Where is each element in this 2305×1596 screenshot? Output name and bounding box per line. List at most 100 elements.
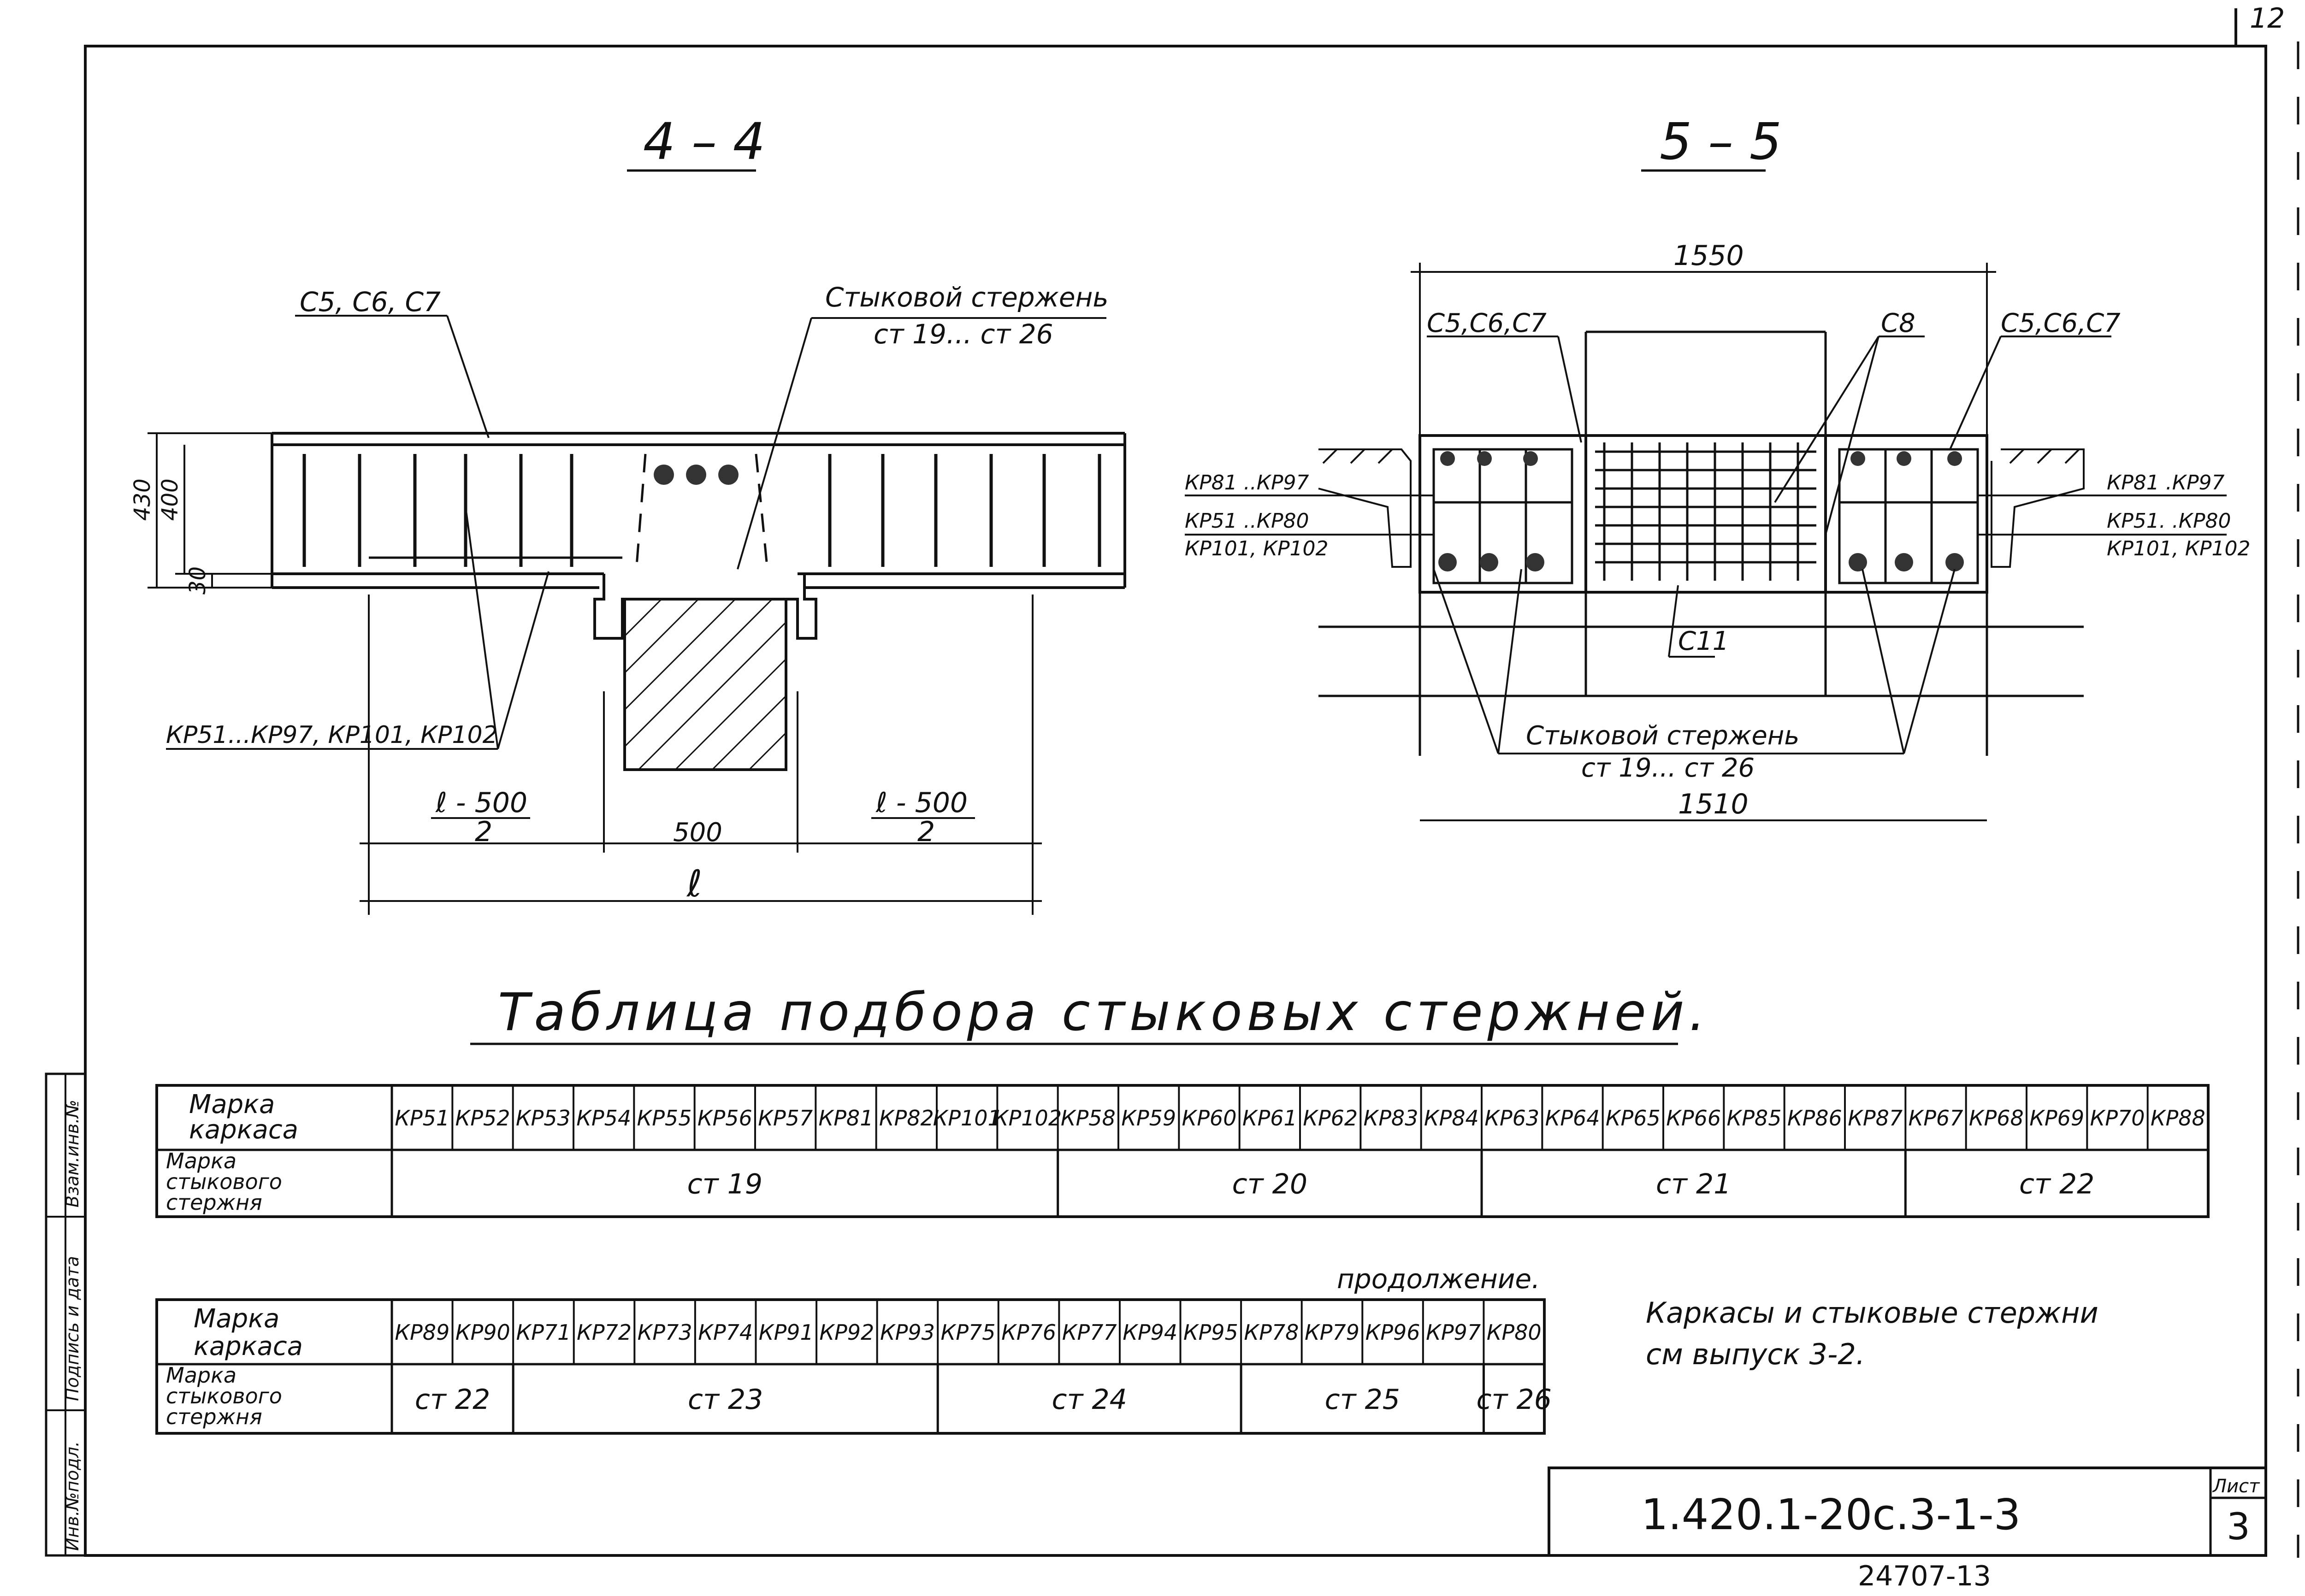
joint-bar-mark-cell: ст 20 [1232, 1168, 1307, 1201]
t1-header-bar-2: стыкового [166, 1169, 282, 1194]
t1-header-bar-3: стержня [166, 1190, 262, 1215]
dim-l: ℓ [686, 862, 702, 905]
frame-mark-cell: КР96 [1365, 1320, 1420, 1345]
dim-l500-right-bot: 2 [917, 816, 935, 848]
frame-mark-cell: КР84 [1424, 1106, 1479, 1131]
label-joint-bar: Стыковой стержень [825, 282, 1109, 313]
frame-mark-cell: КР65 [1606, 1106, 1661, 1131]
table-1: Марка каркаса Марка стыкового стержня КР… [155, 1084, 2210, 1218]
sheet-frame [84, 8, 2267, 1557]
frame-mark-cell: КР74 [698, 1320, 753, 1345]
t2-header-bar-3: стержня [166, 1404, 262, 1429]
frame-mark-cell: КР60 [1182, 1106, 1237, 1131]
right-label-3: КР101, КР102 [2107, 537, 2250, 560]
note-line-2: см выпуск 3-2. [1646, 1337, 1865, 1371]
t1-header-frame-1: Марка [189, 1090, 275, 1119]
frame-mark-cell: КР58 [1061, 1106, 1116, 1131]
frame-mark-cell: КР86 [1787, 1106, 1842, 1131]
frame-mark-cell: КР66 [1666, 1106, 1721, 1131]
joint-bar-mark-cell: ст 22 [415, 1384, 490, 1416]
frame-mark-cell: КР62 [1303, 1106, 1358, 1131]
frame-mark-cell: КР82 [879, 1106, 934, 1131]
rebar-circle [654, 465, 674, 485]
left-label-2: КР51 ..КР80 [1185, 509, 1309, 533]
sheet-label: Лист [2212, 1476, 2260, 1497]
frame-mark-cell: КР55 [637, 1106, 692, 1131]
stamp-inventory: Инв.№подл. [62, 1441, 83, 1551]
frame-mark-cell: КР53 [516, 1106, 571, 1131]
label-c5c7-right-text: С5,С6,С7 [2001, 308, 2121, 338]
stamp-signature: Подпись и дата [62, 1256, 83, 1401]
dim-1510: 1510 [1678, 788, 1749, 820]
label-c5-c7: С5, С6, С7 [300, 286, 441, 318]
frame-mark-cell: КР69 [2029, 1106, 2084, 1131]
frame-mark-cell: КР94 [1123, 1320, 1177, 1345]
t1-header-bar-1: Марка [166, 1148, 236, 1173]
stamp-replace: Взам.инв.№ [62, 1100, 83, 1207]
t2-header-bar-2: стыкового [166, 1384, 282, 1408]
frame-mark-cell: КР77 [1062, 1320, 1117, 1345]
dim-l500-right-top: ℓ - 500 [875, 787, 968, 819]
t2-header-bar-1: Марка [166, 1363, 236, 1388]
joint-bar-mark-cell: ст 23 [688, 1384, 763, 1416]
frame-mark-cell: КР97 [1426, 1320, 1481, 1345]
frame-mark-cell: КР73 [638, 1320, 692, 1345]
frame-mark-cell: КР78 [1244, 1320, 1299, 1345]
label-c8: С8 [1881, 308, 1915, 338]
frame-mark-cell: КР79 [1305, 1320, 1359, 1345]
table-title: Таблица подбора стыковых стержней. [498, 983, 1710, 1042]
joint-bar-mark-cell: ст 25 [1325, 1384, 1400, 1416]
frame-mark-cell: КР64 [1545, 1106, 1600, 1131]
dim-430: 430 [130, 478, 155, 521]
title-block: 1.420.1-20с.3-1-3 Лист 3 [1548, 1466, 2267, 1557]
frame-mark-cell: КР87 [1848, 1106, 1903, 1131]
frame-mark-cell: КР76 [1001, 1320, 1056, 1345]
frame-mark-cell: КР57 [758, 1106, 813, 1131]
left-label-3: КР101, КР102 [1185, 537, 1328, 560]
t1-header-frame-2: каркаса [189, 1115, 298, 1145]
joint-bar-mark-cell: ст 22 [2019, 1168, 2094, 1201]
dim-l500-left-top: ℓ - 500 [435, 787, 527, 819]
label-joint-range-55: ст 19... ст 26 [1581, 753, 1755, 783]
frame-mark-cell: КР90 [455, 1320, 510, 1345]
frame-mark-cell: КР92 [819, 1320, 874, 1345]
right-label-2: КР51. .КР80 [2107, 509, 2231, 533]
note-line-1: Каркасы и стыковые стержни [1646, 1296, 2098, 1330]
section-4-4: 4 – 4 [130, 112, 1126, 915]
t2-header-frame-2: каркаса [194, 1331, 303, 1361]
frame-mark-cell: КР75 [941, 1320, 996, 1345]
frame-mark-cell: КР70 [2090, 1106, 2145, 1131]
joint-bar-mark-cell: ст 21 [1656, 1168, 1731, 1201]
mesh-c8 [1595, 442, 1816, 581]
label-c11: С11 [1678, 626, 1729, 656]
frame-mark-cell: КР91 [759, 1320, 814, 1345]
corner-number: 12 [2250, 2, 2285, 35]
left-label-1: КР81 ..КР97 [1185, 471, 1309, 495]
frame-mark-cell: КР95 [1183, 1320, 1238, 1345]
dim-1550: 1550 [1673, 240, 1744, 272]
dim-400: 400 [157, 478, 183, 521]
joint-bar-mark-cell: ст 19 [687, 1168, 762, 1201]
dim-500: 500 [673, 818, 722, 848]
joint-bar-mark-cell: ст 24 [1052, 1384, 1127, 1416]
frame-mark-cell: КР52 [455, 1106, 510, 1131]
label-frames: КР51...КР97, КР101, КР102 [166, 721, 498, 749]
frame-mark-cell: КР81 [819, 1106, 874, 1131]
rebar-circle [718, 465, 739, 485]
rebar-circle [686, 465, 706, 485]
frame-mark-cell: КР85 [1727, 1106, 1782, 1131]
section-5-5: 5 – 5 1550 [1185, 112, 2250, 821]
right-label-1: КР81 .КР97 [2107, 471, 2225, 495]
frame-mark-cell: КР51 [395, 1106, 449, 1131]
frame-mark-cell: КР71 [516, 1320, 571, 1345]
t2-header-frame-1: Марка [194, 1304, 279, 1334]
section-4-4-title: 4 – 4 [643, 112, 765, 171]
frame-mark-cell: КР54 [576, 1106, 631, 1131]
frame-mark-cell: КР61 [1242, 1106, 1297, 1131]
doc-code: 1.420.1-20с.3-1-3 [1641, 1490, 2021, 1539]
section-5-5-title: 5 – 5 [1660, 112, 1782, 171]
frame-mark-cell: КР72 [577, 1320, 632, 1345]
frame-mark-cell: КР67 [1909, 1106, 1963, 1131]
frame-mark-cell: КР68 [1969, 1106, 2024, 1131]
